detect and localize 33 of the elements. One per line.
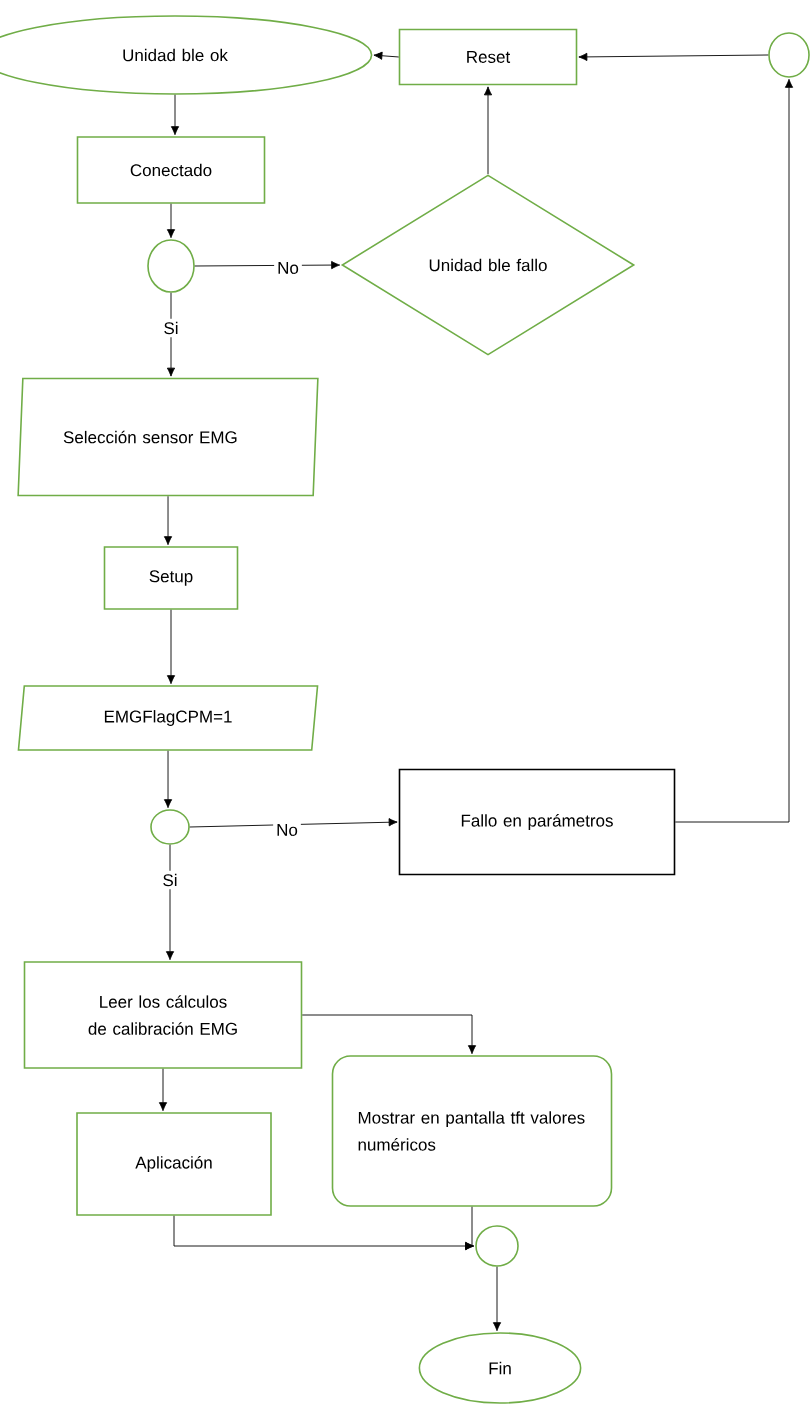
process-box: Leer los cálculos de calibración EMG [23, 961, 303, 1069]
arrow [465, 1206, 475, 1251]
edge-label: No [274, 259, 302, 277]
arrow [166, 609, 176, 685]
process-box: Aplicación [76, 1112, 272, 1216]
connector-circle [150, 809, 190, 845]
display-box: Mostrar en pantalla tft valores numéricos [331, 1055, 613, 1207]
arrow [189, 818, 398, 828]
process-box: Reset [398, 28, 578, 86]
arrow [483, 86, 493, 175]
connector-circle [475, 1225, 519, 1267]
arrow [166, 292, 176, 377]
arrow [373, 51, 400, 60]
connector-circle [768, 32, 810, 78]
arrow [158, 1068, 168, 1112]
input-parallelogram: Selección sensor EMG [17, 377, 319, 497]
arrow [166, 203, 176, 239]
input-parallelogram: EMGFlagCPM=1 [17, 685, 319, 751]
connector-circle [147, 239, 195, 293]
arrow [165, 844, 175, 961]
process-box: Setup [103, 546, 239, 610]
edge-label: No [273, 821, 301, 839]
arrow [674, 78, 794, 823]
arrow [163, 495, 173, 546]
arrow [492, 1266, 502, 1332]
arrow [301, 1014, 477, 1055]
arrow [163, 750, 173, 809]
edge-label: Si [160, 318, 182, 338]
process-box: Fallo en parámetros [398, 768, 676, 876]
arrow [170, 94, 180, 136]
process-box: Conectado [76, 136, 266, 204]
arrow [578, 52, 769, 61]
edge-label: Si [159, 870, 181, 890]
